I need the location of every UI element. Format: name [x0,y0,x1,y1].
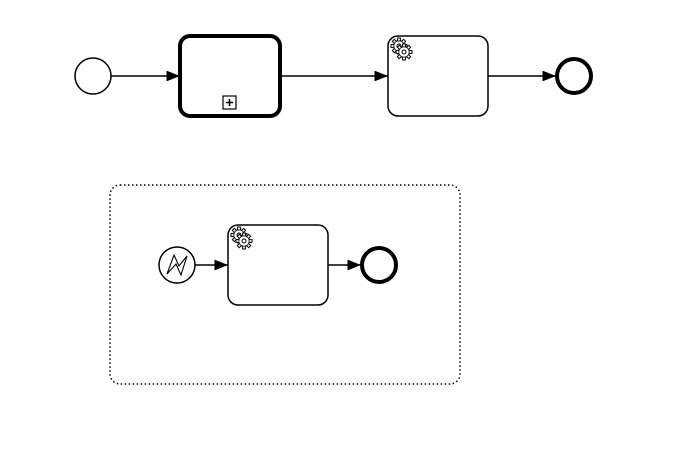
lightning-icon [166,253,188,277]
collapsed-subprocess[interactable] [178,34,282,118]
event-subprocess[interactable] [109,184,461,385]
main-flow [74,34,593,118]
subprocess-end-event[interactable] [360,246,398,284]
start-event[interactable] [74,57,112,95]
subprocess-service-task[interactable] [227,224,329,306]
service-task[interactable] [387,35,489,117]
error-start-event[interactable] [158,246,196,284]
plus-icon [222,95,237,110]
end-event[interactable] [555,57,593,95]
